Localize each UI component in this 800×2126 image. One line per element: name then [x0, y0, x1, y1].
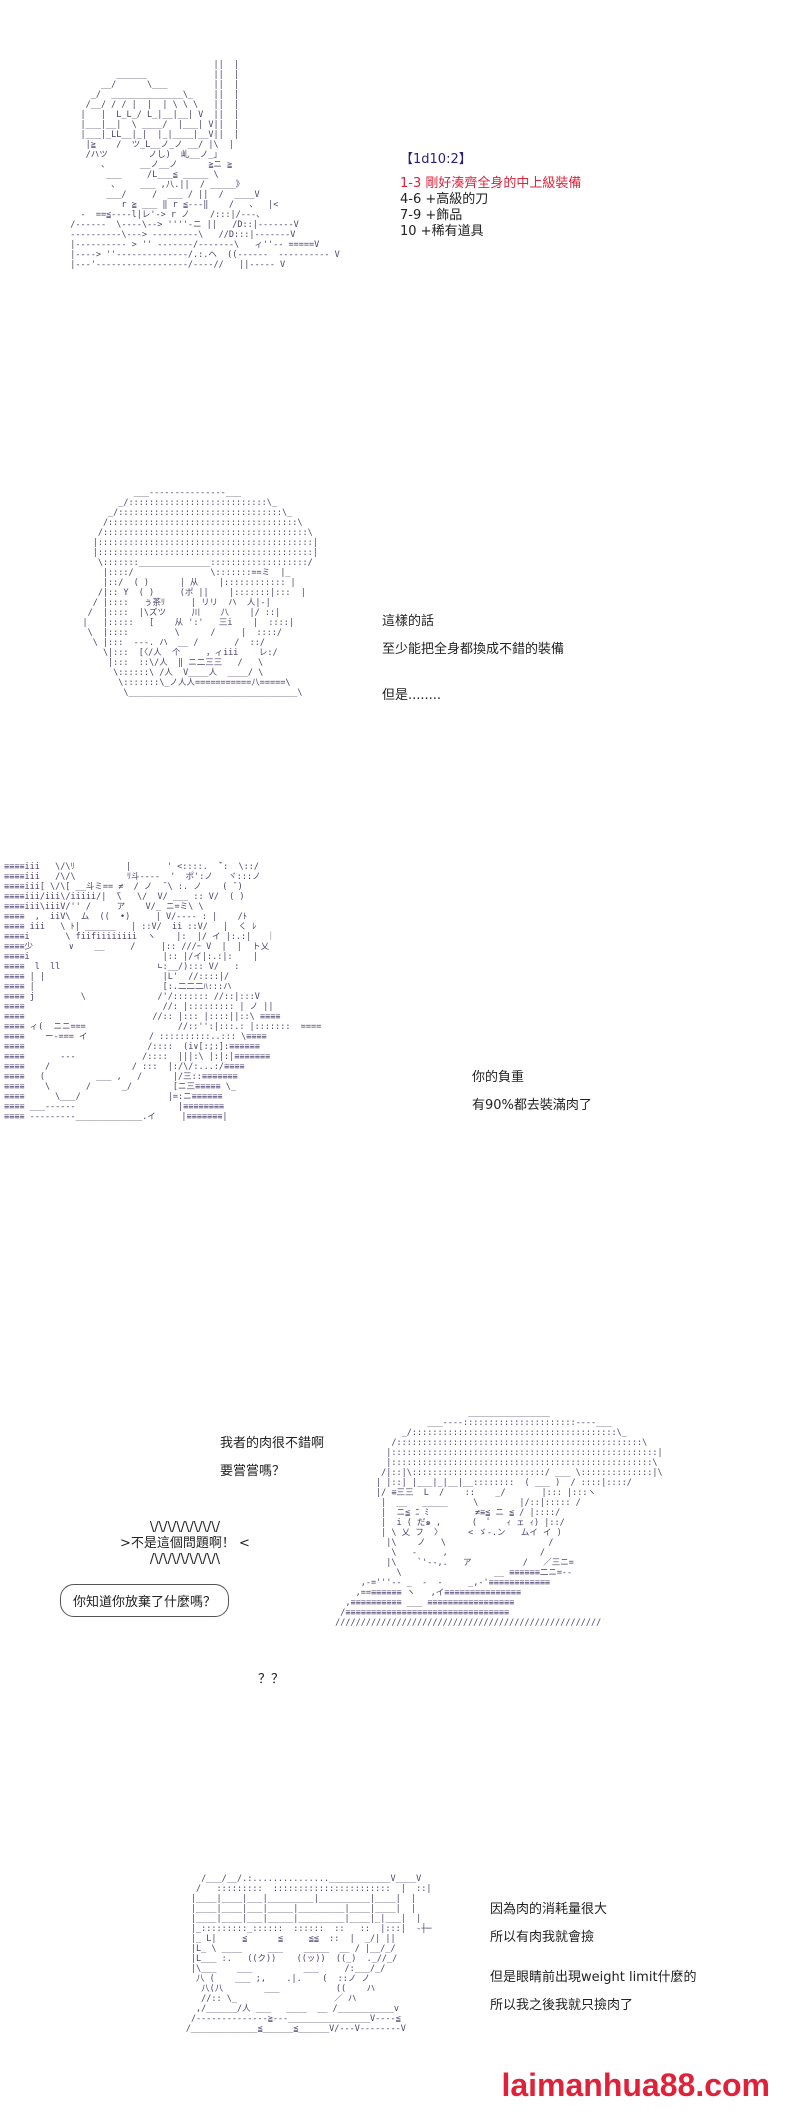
dialogue-line-3: 但是........ — [382, 688, 442, 703]
ascii-art-3: ≡≡≡≡iii \/\ﾘ | ' <::::. ̄`: \::/ ≡≡≡≡iii… — [4, 862, 322, 1122]
panel-4: ________________ ___----::::::::::::::::… — [0, 1408, 800, 1798]
panel-2: ___---------------___ _/::::::::::::::::… — [0, 488, 800, 788]
site-watermark: laimanhua88.com — [501, 2067, 770, 2103]
speech-bubble: 你知道你放棄了什麼嗎？ — [60, 1584, 230, 1617]
dialogue-line-2: 有90%都去裝滿肉了 — [472, 1098, 592, 1113]
dialogue-line-3: 但是眼睛前出現weight limit什麼的 — [490, 1970, 697, 1985]
dice-result-header: 【1d10:2】 — [400, 152, 472, 167]
dice-result-line-3: 7-9 +飾品 — [400, 208, 463, 223]
dialogue-line-2: 要嘗嘗嗎？ — [220, 1464, 286, 1479]
dice-result-line-4: 10 +稀有道具 — [400, 224, 484, 239]
dice-result-line-1: 1-3 剛好湊齊全身的中上級裝備 — [400, 176, 582, 191]
dialogue-line-4: 所以我之後我就只撿肉了 — [490, 1998, 634, 2013]
question-marks: ？？ — [258, 1672, 285, 1687]
dialogue-line-2: 所以有肉我就會撿 — [490, 1930, 595, 1945]
ascii-art-1: || | ______ || | __/ \___ || | _/ ______… — [70, 60, 340, 270]
ascii-art-5: /___/__/.:...............____________V__… — [185, 1874, 432, 2034]
dice-result-line-2: 4-6 +高級的刀 — [400, 192, 489, 207]
dialogue-line-1: 我者的肉很不錯啊 — [220, 1436, 325, 1451]
ascii-art-4: ________________ ___----::::::::::::::::… — [335, 1408, 663, 1628]
dialogue-line-2: 至少能把全身都換成不錯的裝備 — [382, 642, 565, 657]
dialogue-line-1: 你的負重 — [472, 1070, 525, 1085]
panel-5: /___/__/.:...............____________V__… — [0, 1874, 800, 2126]
dialogue-line-1: 因為肉的消耗量很大 — [490, 1902, 608, 1917]
dialogue-line-1: 這樣的話 — [382, 614, 435, 629]
ascii-art-2: ___---------------___ _/::::::::::::::::… — [82, 488, 318, 698]
shout-bubble: \/\/\/\/\/\/\/\/ >不是這個問題啊！ < /\/\/\/\/\/… — [120, 1520, 250, 1567]
panel-3: ≡≡≡≡iii \/\ﾘ | ' <::::. ̄`: \::/ ≡≡≡≡iii… — [0, 862, 800, 1332]
panel-1: || | ______ || | __/ \___ || | _/ ______… — [0, 60, 800, 400]
